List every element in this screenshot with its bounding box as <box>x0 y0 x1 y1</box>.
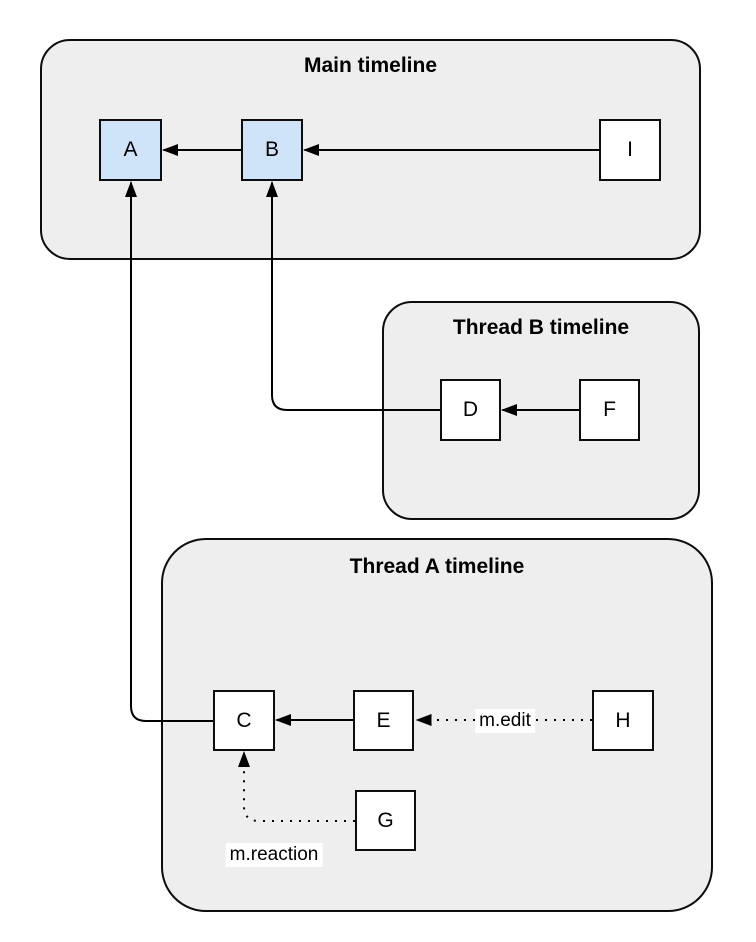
edge-label-m-edit: m.edit <box>475 709 535 733</box>
node-a: A <box>99 119 162 181</box>
edge-d-to-b <box>266 181 440 411</box>
node-b: B <box>241 119 303 181</box>
node-c: C <box>213 690 275 751</box>
edge-label-m-reaction: m.reaction <box>225 843 323 867</box>
edge-g-to-c-m-reaction <box>238 751 355 822</box>
main-timeline-title: Main timeline <box>303 54 438 77</box>
thread-a-timeline-title: Thread A timeline <box>349 555 525 578</box>
thread-b-timeline-title: Thread B timeline <box>452 316 630 339</box>
node-e: E <box>353 690 414 751</box>
node-g: G <box>355 790 416 851</box>
node-f: F <box>579 379 640 441</box>
edge-c-to-a <box>125 181 213 722</box>
node-d: D <box>440 379 501 441</box>
node-i: I <box>599 119 661 181</box>
node-h: H <box>592 690 654 751</box>
